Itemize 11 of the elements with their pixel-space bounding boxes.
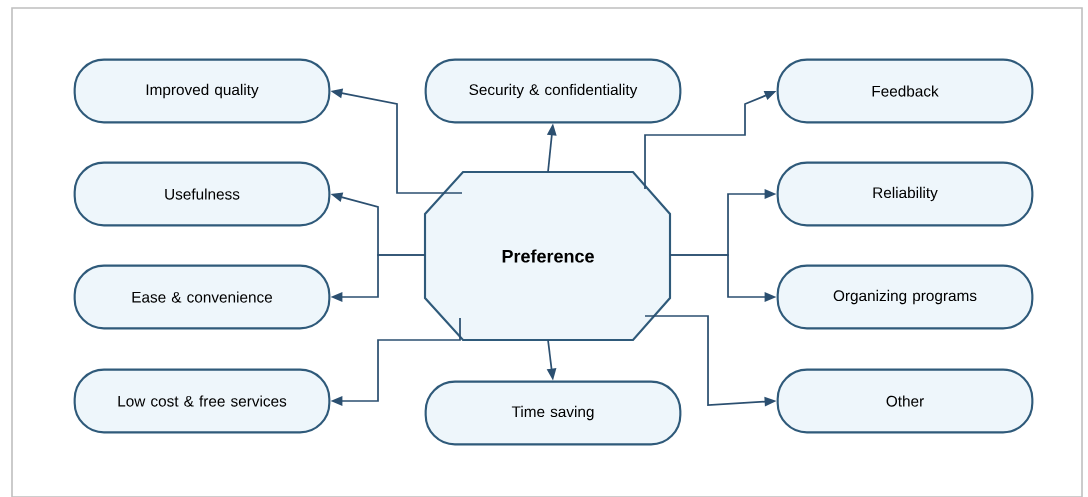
rounded-box: Improved quality <box>73 58 331 124</box>
rounded-box: Time saving <box>424 380 682 446</box>
rounded-box: Feedback <box>776 58 1034 124</box>
rounded-box: Ease & convenience <box>73 264 331 330</box>
rounded-box: Organizing programs <box>776 264 1034 330</box>
rounded-box: Other <box>776 368 1034 434</box>
rounded-box: Security & confidentiality <box>424 58 682 124</box>
rounded-box: Usefulness <box>73 161 331 227</box>
rounded-box: Low cost & free services <box>73 368 331 434</box>
octagon-node: Preference <box>423 170 672 342</box>
rounded-box: Reliability <box>776 161 1034 227</box>
